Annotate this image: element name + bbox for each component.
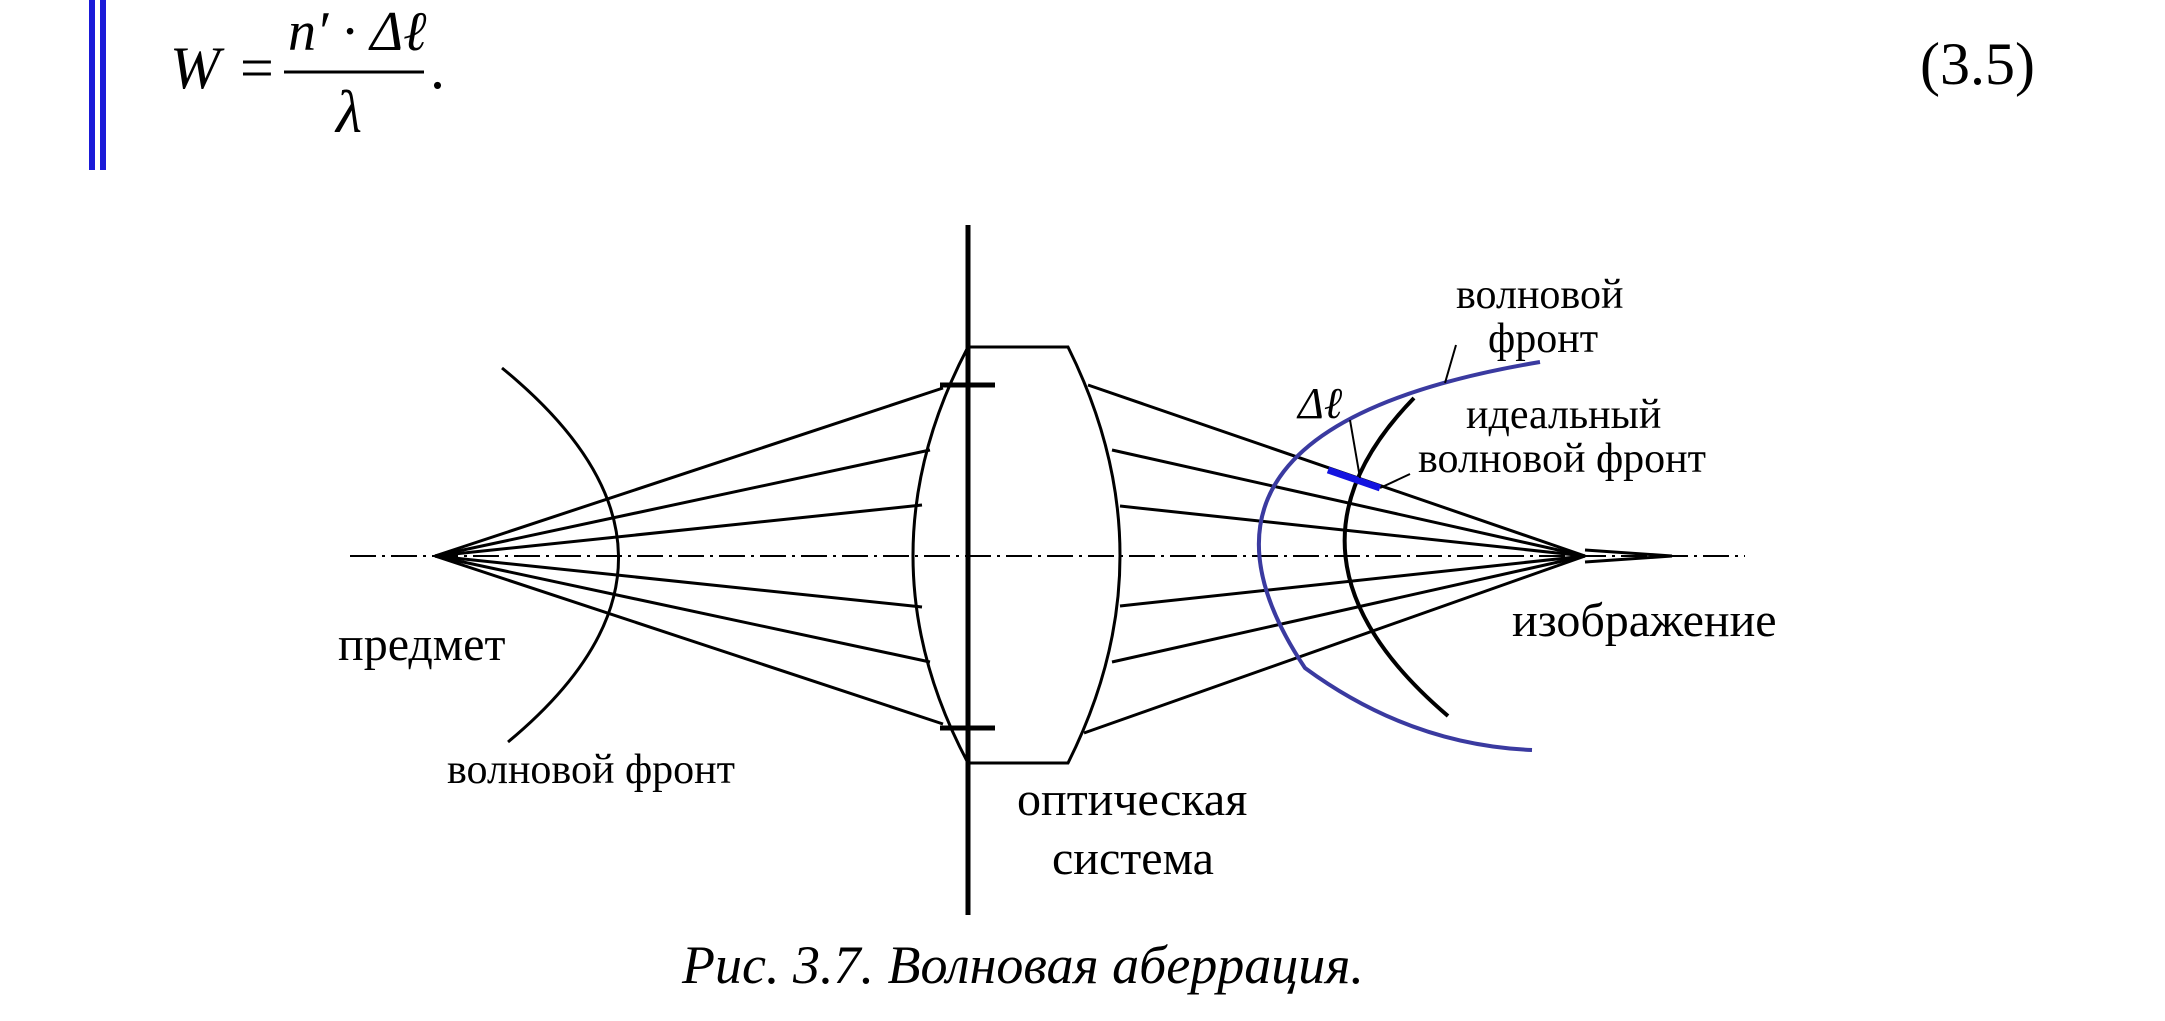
lens [911, 345, 1122, 765]
object-ray [434, 386, 944, 558]
image-ray [1111, 554, 1586, 664]
object-rays [434, 386, 944, 726]
image-ray-tail [1584, 554, 1673, 564]
equation-trailing: . [430, 35, 445, 101]
equation-number: (3.5) [1920, 31, 2035, 97]
image-ray [1083, 554, 1586, 735]
margin-bar-left [89, 0, 95, 170]
real-wavefront-leader [1444, 344, 1457, 384]
optical-system-label-line2: система [1052, 832, 1214, 885]
image-ray [1119, 504, 1586, 558]
equation-lhs: W [170, 35, 225, 101]
ideal-wavefront [1342, 396, 1450, 718]
equation-numerator: n′ · Δℓ [288, 1, 427, 63]
ideal-wavefront-label-line1: идеальный [1466, 392, 1661, 438]
margin-bar-right [100, 0, 106, 170]
real-wavefront-label-line2: фронт [1488, 316, 1598, 362]
delta-leader [1349, 419, 1361, 479]
ideal-wavefront-label-line2: волновой фронт [1418, 436, 1706, 482]
object-ray [434, 554, 931, 664]
image-ray [1119, 554, 1586, 608]
object-ray [434, 554, 944, 726]
object-ray [434, 503, 923, 558]
object-label: предмет [338, 618, 505, 671]
object-ray [434, 448, 931, 558]
delta-label: Δℓ [1296, 379, 1343, 428]
real-wavefront [1256, 360, 1541, 752]
equation-denominator: λ [334, 79, 362, 145]
object-ray [434, 554, 923, 609]
object-wavefront [501, 366, 620, 744]
image-ray-tail [1584, 548, 1673, 558]
optical-system-label-line1: оптическая [1017, 773, 1247, 826]
real-wavefront-label-line1: волновой [1456, 272, 1623, 318]
equation-equals: = [240, 35, 274, 101]
figure-caption: Рис. 3.7. Волновая аберрация. [681, 935, 1364, 995]
equation: W = n′ · Δℓ λ . [170, 1, 445, 145]
delta-segment [1326, 466, 1382, 492]
object-wavefront-label: волновой фронт [447, 747, 735, 793]
ideal-wavefront-leader [1379, 473, 1411, 489]
image-label: изображение [1512, 594, 1777, 647]
